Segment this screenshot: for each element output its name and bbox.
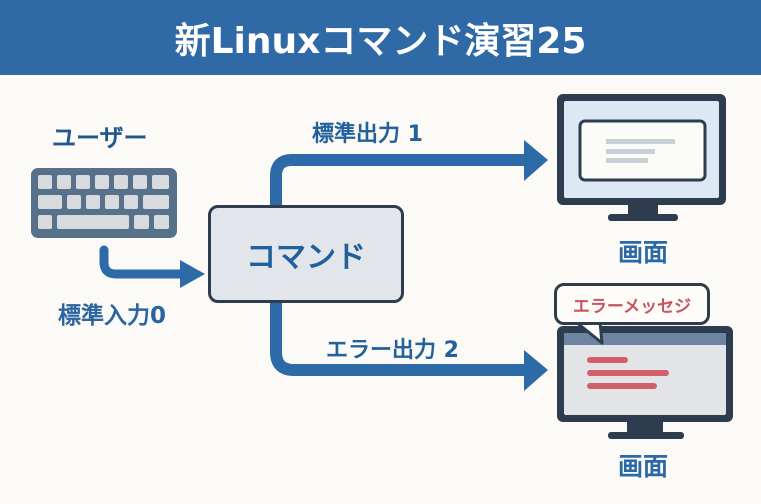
monitor-error-icon (557, 326, 733, 439)
keyboard-icon (31, 168, 177, 238)
stdout-arrow (270, 140, 548, 205)
error-message-text: エラーメッセジ (572, 296, 692, 317)
command-box: コマンド (208, 205, 404, 303)
monitor-icon (557, 94, 726, 221)
stdout-label: 標準出力 1 (312, 122, 423, 147)
command-label: コマンド (246, 240, 366, 275)
stdin-arrow (99, 245, 205, 288)
error-message-bubble: エラーメッセジ (554, 283, 710, 325)
screen-label-stdout: 画面 (618, 238, 669, 267)
stdin-label: 標準入力0 (58, 303, 167, 329)
page-title: 新Linuxコマンド演習25 (174, 20, 587, 62)
stderr-arrow (270, 303, 548, 391)
user-label: ユーザー (52, 124, 148, 152)
title-banner: 新Linuxコマンド演習25 (0, 0, 761, 75)
screen-label-stderr: 画面 (618, 452, 669, 481)
stderr-label: エラー出力 2 (326, 338, 459, 363)
